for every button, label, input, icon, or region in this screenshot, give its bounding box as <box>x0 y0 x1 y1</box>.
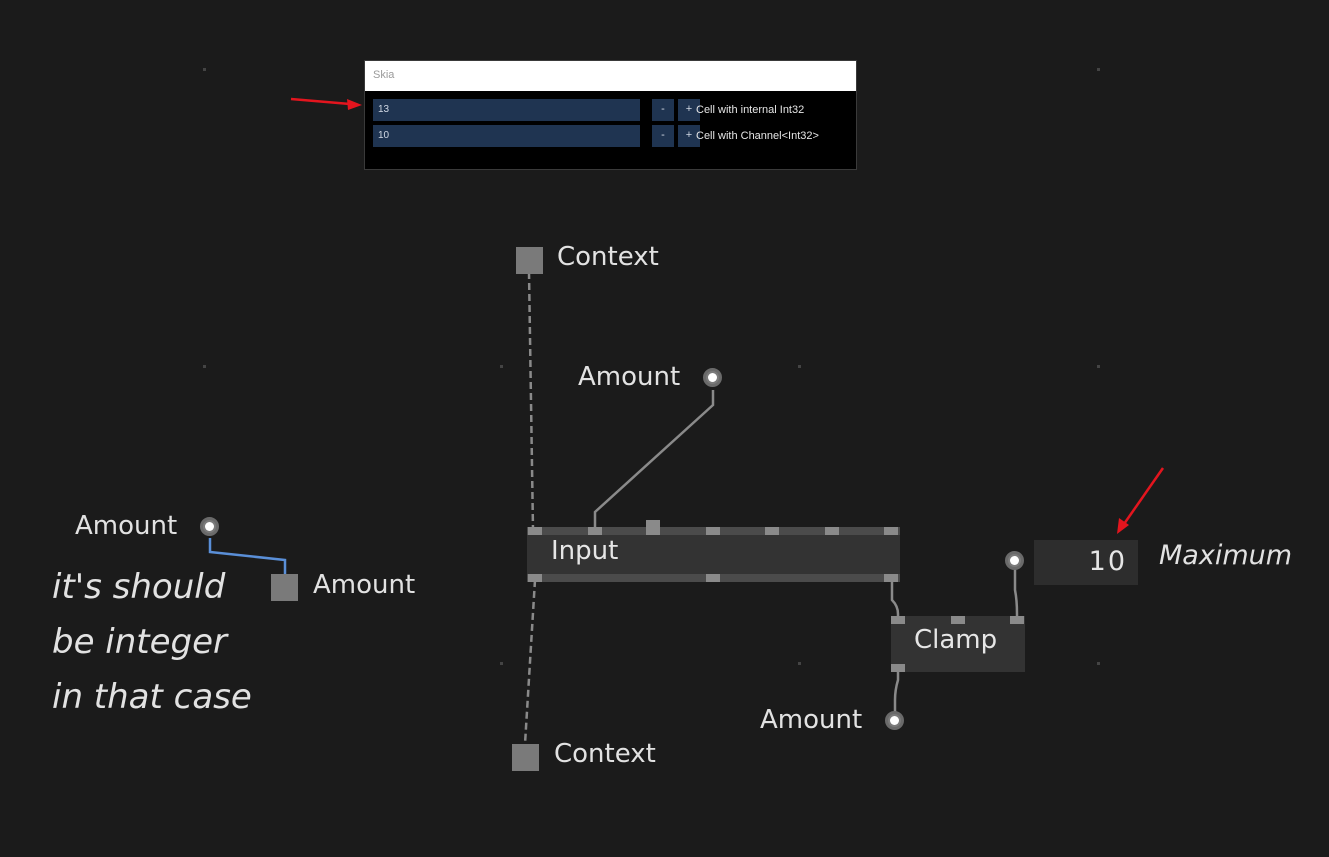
skia-row-channel: 10 - + Cell with Channel<Int32> <box>373 125 853 147</box>
amount-square-pad[interactable] <box>271 574 298 601</box>
input-pin-inlet[interactable] <box>706 527 720 535</box>
input-pin-inlet[interactable] <box>825 527 839 535</box>
grid-dot <box>500 662 503 665</box>
annotation-arrow-maximum <box>1117 467 1165 534</box>
amount-bottom-label: Amount <box>760 705 863 735</box>
maximum-to-clamp-link <box>1013 570 1019 618</box>
input-node[interactable]: Input <box>527 520 900 582</box>
grid-dot <box>1097 365 1100 368</box>
amount-to-input-link <box>593 390 715 528</box>
context-bottom-label: Context <box>554 739 656 769</box>
grid-dot <box>1097 68 1100 71</box>
context-bottom-link <box>523 579 537 745</box>
clamp-output-outlet[interactable] <box>891 664 905 672</box>
input-context-outlet[interactable] <box>528 574 542 582</box>
context-bottom-pad[interactable] <box>512 744 539 771</box>
amount-top-pad[interactable] <box>703 368 722 387</box>
skia-window-title: Skia <box>373 69 395 81</box>
channel-decrement-button[interactable]: - <box>652 125 674 147</box>
int32-row-label: Cell with internal Int32 <box>696 104 805 116</box>
channel-value-field[interactable]: 10 <box>373 125 640 147</box>
int32-decrement-button[interactable]: - <box>652 99 674 121</box>
context-top-link <box>527 271 535 531</box>
clamp-node[interactable]: Clamp <box>891 616 1025 672</box>
input-to-clamp-link <box>890 580 900 618</box>
grid-dot <box>203 68 206 71</box>
clamp-to-amount-link <box>893 670 900 712</box>
input-value-outlet[interactable] <box>884 574 898 582</box>
input-pin-inlet[interactable] <box>646 520 660 535</box>
maximum-value: 10 <box>1088 546 1127 577</box>
maximum-iobox[interactable]: 10 <box>1034 540 1138 585</box>
amount-bottom-pad[interactable] <box>885 711 904 730</box>
annotation-arrow-top <box>290 97 362 110</box>
comment-line-2: be integer <box>52 622 228 662</box>
int32-increment-button[interactable]: + <box>678 99 700 121</box>
skia-row-int32: 13 - + Cell with internal Int32 <box>373 99 853 121</box>
input-pin-outlet[interactable] <box>706 574 720 582</box>
int32-value-field[interactable]: 13 <box>373 99 640 121</box>
context-top-label: Context <box>557 242 659 272</box>
grid-dot <box>798 662 801 665</box>
amount-square-label: Amount <box>313 570 416 600</box>
amount-left-label: Amount <box>75 511 178 541</box>
grid-dot <box>798 365 801 368</box>
maximum-label: Maximum <box>1159 540 1293 571</box>
clamp-minimum-inlet[interactable] <box>951 616 965 624</box>
input-pin-inlet[interactable] <box>765 527 779 535</box>
grid-dot <box>500 365 503 368</box>
skia-titlebar[interactable]: Skia <box>365 61 856 91</box>
maximum-pad[interactable] <box>1005 551 1024 570</box>
grid-dot <box>1097 662 1100 665</box>
amount-left-pad[interactable] <box>200 517 219 536</box>
comment-line-1: it's should <box>52 567 226 607</box>
input-context-inlet[interactable] <box>528 527 542 535</box>
input-node-title: Input <box>551 536 619 566</box>
context-top-pad[interactable] <box>516 247 543 274</box>
clamp-input-inlet[interactable] <box>891 616 905 624</box>
int-amount-link <box>208 538 287 576</box>
channel-increment-button[interactable]: + <box>678 125 700 147</box>
input-value-inlet[interactable] <box>588 527 602 535</box>
input-pin-inlet[interactable] <box>884 527 898 535</box>
skia-window: Skia 13 - + Cell with internal Int32 10 … <box>364 60 857 170</box>
clamp-node-title: Clamp <box>914 625 998 655</box>
channel-row-label: Cell with Channel<Int32> <box>696 130 819 142</box>
grid-dot <box>203 365 206 368</box>
comment-line-3: in that case <box>52 677 252 717</box>
clamp-maximum-inlet[interactable] <box>1010 616 1024 624</box>
amount-top-label: Amount <box>578 362 681 392</box>
